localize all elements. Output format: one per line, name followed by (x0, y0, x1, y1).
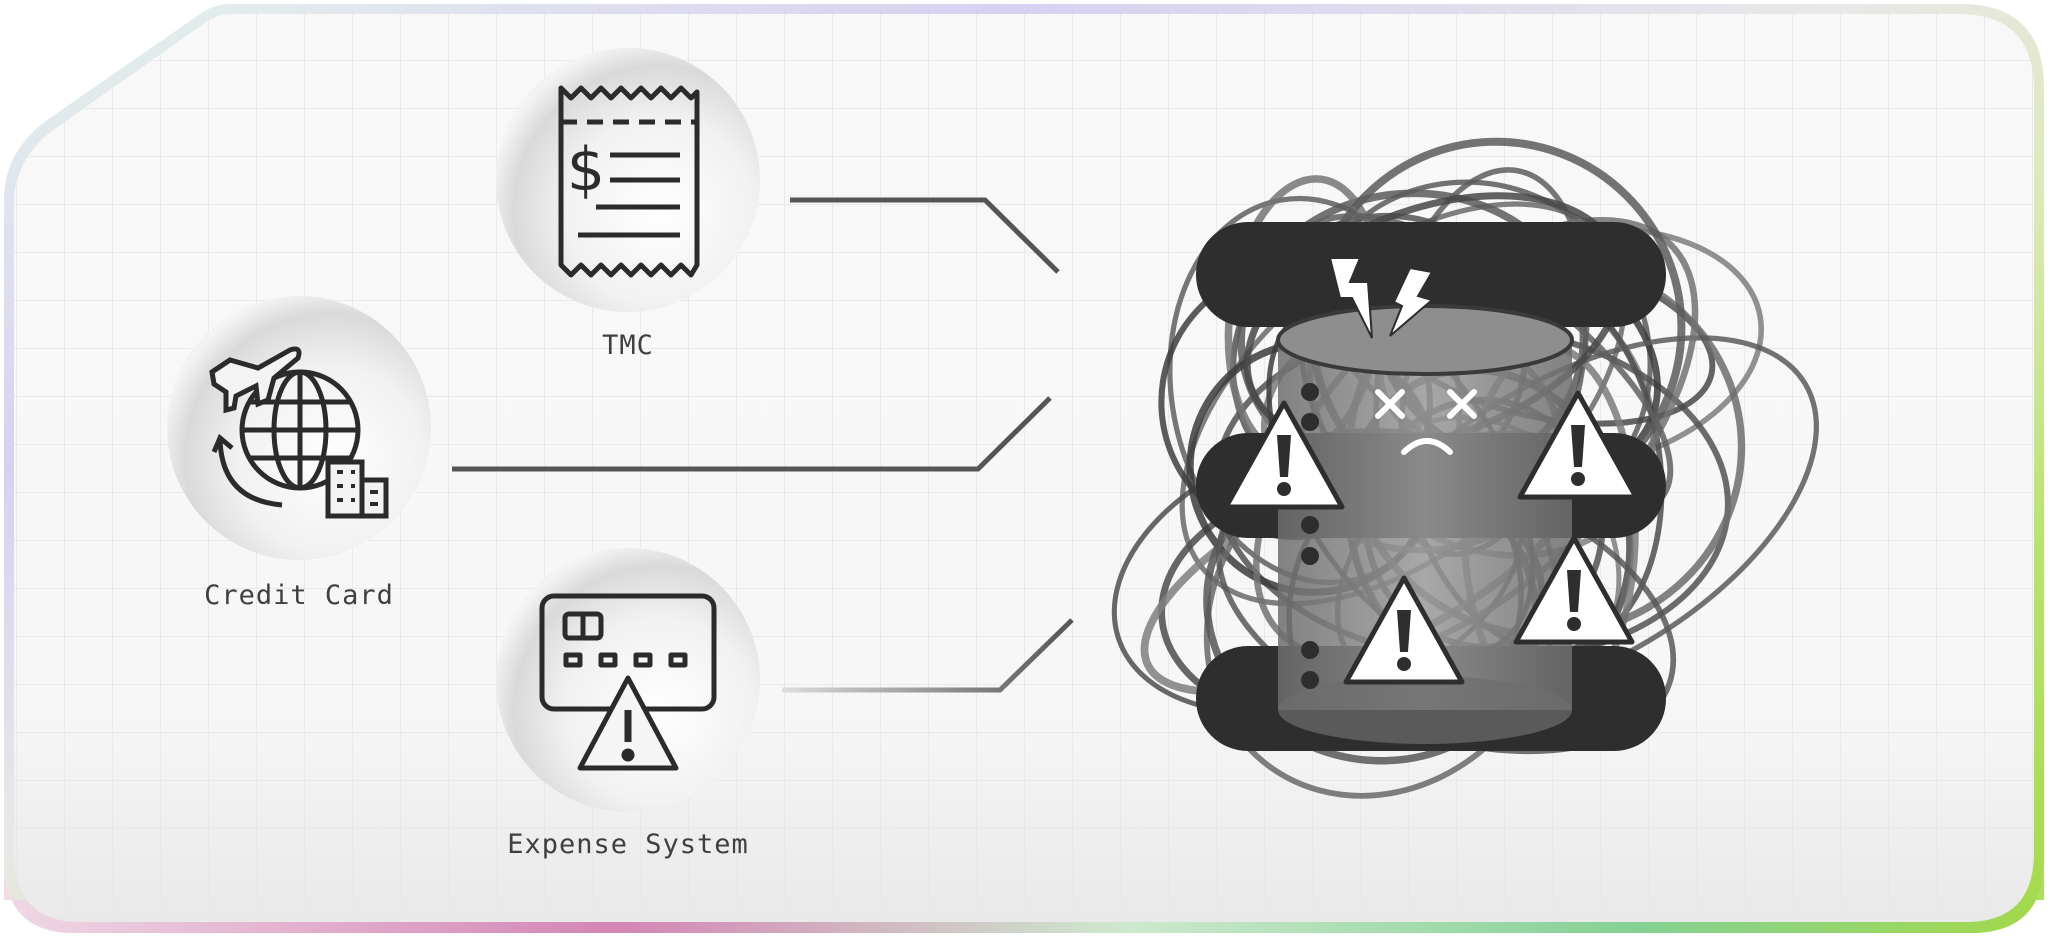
travel-globe-icon (209, 346, 389, 519)
warning-icon (1343, 575, 1465, 685)
node-expense-system (496, 548, 760, 812)
expense-system-label: Expense System (507, 829, 749, 860)
svg-text:$: $ (567, 135, 605, 205)
node-tmc: $ (496, 48, 760, 312)
card-warning-icon (539, 593, 717, 771)
warning-icon (1223, 400, 1345, 510)
dead-face-icon (1375, 389, 1477, 455)
warning-icon (1513, 535, 1635, 645)
credit-card-label: Credit Card (204, 580, 394, 611)
node-credit-card (167, 296, 431, 560)
connector-tmc (790, 197, 1060, 274)
lightning-icon (1328, 257, 1435, 339)
receipt-icon: $ (558, 85, 700, 278)
warning-group (1223, 390, 1639, 685)
connector-expense-system (782, 618, 1074, 693)
tmc-label: TMC (602, 330, 654, 361)
warning-icon (1517, 390, 1639, 500)
hub-broken-database (1111, 137, 1819, 799)
connector-credit-card (452, 396, 1052, 472)
